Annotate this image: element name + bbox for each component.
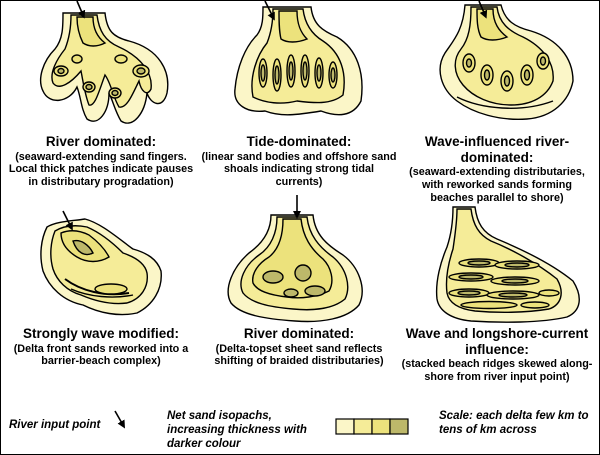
river-input-arrow-1 <box>76 1 86 19</box>
delta-shape-wave-influenced <box>439 4 574 121</box>
panel-description: (stacked beach ridges skewed along-shore… <box>401 358 593 383</box>
panel-description: (linear sand bodies and offshore sand sh… <box>201 150 397 188</box>
delta-shape-longshore <box>435 206 580 323</box>
panel-title: Tide-dominated: <box>246 134 352 149</box>
isopach-swatch-4 <box>389 418 409 435</box>
isopach-swatches <box>335 418 409 435</box>
river-input-arrow-3 <box>478 1 488 19</box>
delta-shape-tide <box>234 6 363 116</box>
panel-title: Wave and longshore-current influence: <box>405 326 589 357</box>
river-input-arrow-icon <box>114 410 125 429</box>
isopach-swatch-3 <box>371 418 391 435</box>
river-input-arrow-2 <box>264 1 275 21</box>
legend-river-input: River input point <box>9 419 101 431</box>
panel-title: Wave-influenced river-dominated: <box>424 134 570 165</box>
panel-title: Strongly wave modified: <box>22 326 180 341</box>
isopach-swatch-1 <box>335 418 355 435</box>
caption-wave-influenced: Wave-influenced river-dominated: (seawar… <box>399 134 595 204</box>
delta-shape-wave-modified <box>40 218 162 316</box>
panel-description: (seaward-extending distributaries, with … <box>409 166 585 204</box>
panel-description: (seaward-extending sand fingers. Local t… <box>8 150 194 188</box>
panel-title: River dominated: <box>243 326 355 341</box>
delta-shape-sheet-sand <box>227 214 363 323</box>
caption-tide-dominated: Tide-dominated: (linear sand bodies and … <box>201 134 397 189</box>
isopach-swatch-2 <box>353 418 373 435</box>
caption-river-dominated-sheet: River dominated: (Delta-topset sheet san… <box>201 326 397 368</box>
caption-wave-longshore: Wave and longshore-current influence: (s… <box>399 326 595 384</box>
delta-shape-river-fingers <box>39 12 169 124</box>
river-input-arrow-4 <box>62 210 73 231</box>
legend-scale: Scale: each delta few km to tens of km a… <box>439 410 589 436</box>
legend-isopachs: Net sand isopachs, increasing thickness … <box>167 410 307 450</box>
caption-strongly-wave-modified: Strongly wave modified: (Delta front san… <box>3 326 199 368</box>
panel-description: (Delta front sands reworked into a barri… <box>13 342 189 368</box>
panel-title: River dominated: <box>45 134 157 149</box>
panel-description: (Delta-topset sheet sand reflects shifti… <box>214 342 384 368</box>
caption-river-dominated-fingers: River dominated: (seaward-extending sand… <box>3 134 199 189</box>
